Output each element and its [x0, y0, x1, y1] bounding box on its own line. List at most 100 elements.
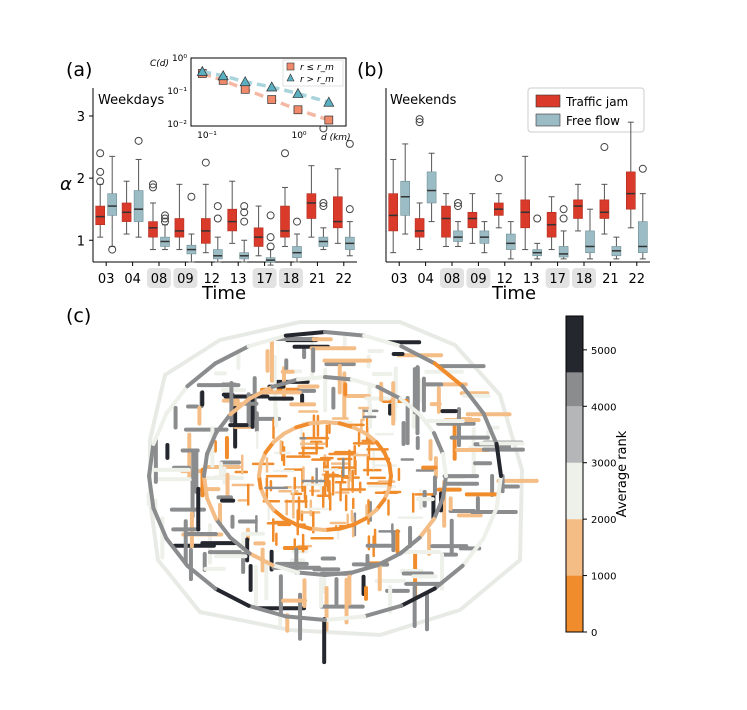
inset-square-4 — [293, 105, 303, 115]
jam-box-22 — [625, 171, 636, 210]
inset-fit-1 — [201, 69, 330, 104]
ring-road-1-23 — [375, 384, 403, 401]
ring-road-0-22 — [337, 421, 356, 430]
ring-road-1-20 — [296, 375, 327, 382]
free-box-12 — [505, 233, 516, 250]
ring-road-0-27 — [387, 461, 393, 478]
inset-legend-triangle — [286, 73, 295, 82]
free-box-13-outlier-2 — [240, 217, 249, 226]
ring-road-2-27 — [494, 441, 503, 478]
free-box-12-outlier-1 — [213, 214, 222, 223]
ring-road-0-17 — [271, 431, 286, 445]
ring-road-2-26 — [481, 411, 499, 446]
ring-road-2-14 — [147, 441, 156, 478]
ring-road-0-6 — [323, 526, 342, 532]
title-weekends: Weekends — [390, 93, 457, 108]
jam-box-03-outlier-2 — [96, 177, 105, 186]
inset-ytick-2: 10⁻² — [167, 120, 187, 130]
ring-road-0-23 — [351, 425, 369, 436]
free-box-04 — [133, 190, 144, 222]
ring-road-2-2 — [460, 536, 486, 568]
inset-correlation-plot: C(d) d (km) 10⁰ 10⁻¹ 10⁻² 10⁻¹ 10⁰ r ≤ r… — [150, 54, 351, 143]
ring-road-2-4 — [399, 586, 437, 608]
free-box-08-outlier-1 — [161, 214, 169, 223]
colorbar-frame — [565, 315, 584, 633]
free-box-13-outlier-0 — [240, 202, 249, 211]
ring-road-0-14 — [257, 461, 263, 478]
jam-box-03-outlier-0 — [96, 149, 105, 158]
jam-box-09 — [174, 218, 185, 238]
xtick-09: 09 — [470, 272, 487, 287]
ring-road-0-2 — [374, 497, 387, 512]
ring-road-0-0 — [387, 474, 393, 491]
free-box-13-outlier-1 — [240, 208, 249, 217]
ring-road-2-9 — [213, 586, 251, 608]
free-box-17-outlier-2 — [266, 242, 275, 251]
ring-road-1-2 — [417, 516, 437, 540]
ring-road-2-6 — [323, 614, 367, 622]
ring-road-0-19 — [294, 421, 313, 430]
ring-road-1-1 — [432, 496, 445, 521]
ring-road-0-25 — [374, 440, 387, 455]
jam-box-08-outlier-0 — [149, 180, 157, 189]
free-box-12-outlier-0 — [213, 202, 222, 211]
ring-road-2-17 — [185, 361, 218, 389]
xtick-04: 04 — [124, 272, 141, 287]
xtick-12: 12 — [497, 272, 514, 287]
inset-triangle-0 — [196, 65, 208, 76]
free-box-17-outlier-0 — [559, 205, 568, 214]
ring-road-0-9 — [281, 516, 299, 527]
ring-road-2-8 — [246, 603, 288, 619]
ring-road-0-3 — [364, 507, 379, 521]
legend-label-free: Free flow — [566, 114, 620, 128]
inset-legend-square — [286, 62, 295, 71]
ring-road-2-15 — [151, 411, 169, 446]
ring-road-0-13 — [257, 474, 263, 491]
ring-road-0-26 — [382, 450, 392, 466]
xtick-22: 22 — [629, 272, 646, 287]
xlabel-time-b: Time — [491, 283, 536, 304]
jam-box-12-outlier-0 — [494, 174, 503, 183]
ring-road-1-5 — [349, 563, 380, 575]
ring-road-1-10 — [228, 535, 252, 556]
ring-road-2-22 — [362, 333, 404, 349]
jam-box-08 — [148, 221, 158, 238]
ring-road-1-12 — [205, 496, 218, 521]
jam-box-03 — [95, 205, 105, 226]
legend-swatch-free — [535, 113, 561, 127]
ring-road-1-13 — [202, 474, 210, 501]
xtick-12: 12 — [204, 272, 221, 287]
inset-square-5 — [324, 115, 334, 125]
tick-highlight-09 — [173, 268, 198, 288]
inset-xlabel: d (km) — [321, 133, 351, 143]
ring-road-1-15 — [205, 431, 218, 456]
xtick-18: 18 — [283, 272, 300, 287]
ring-road-1-21 — [323, 375, 354, 382]
xtick-04: 04 — [417, 272, 434, 287]
free-box-17-outlier-0 — [266, 211, 275, 220]
ring-road-2-16 — [164, 384, 190, 416]
free-box-18 — [585, 230, 595, 253]
legend-label-jam: Traffic jam — [565, 95, 628, 109]
legend: Traffic jam Free flow — [527, 87, 645, 133]
jam-box-13 — [227, 208, 237, 232]
colorbar-band-0 — [566, 575, 583, 632]
jam-box-03 — [388, 193, 399, 232]
free-box-22-outlier-1 — [345, 205, 354, 214]
ring-road-2-13 — [147, 474, 156, 511]
tick-highlight-18 — [572, 268, 596, 288]
ring-road-1-17 — [228, 396, 252, 417]
xtick-08: 08 — [444, 272, 461, 287]
xtick-18: 18 — [576, 272, 593, 287]
ring-road-0-7 — [308, 526, 327, 532]
ring-road-0-11 — [263, 497, 276, 512]
ring-road-1-11 — [213, 516, 233, 540]
jam-box-22 — [332, 196, 343, 229]
inset-square-2 — [240, 84, 250, 94]
inset-triangle-4 — [292, 87, 304, 98]
free-box-04-outlier-0 — [134, 136, 143, 145]
jam-box-04 — [414, 218, 425, 238]
jam-box-04-outlier-1 — [415, 118, 424, 127]
